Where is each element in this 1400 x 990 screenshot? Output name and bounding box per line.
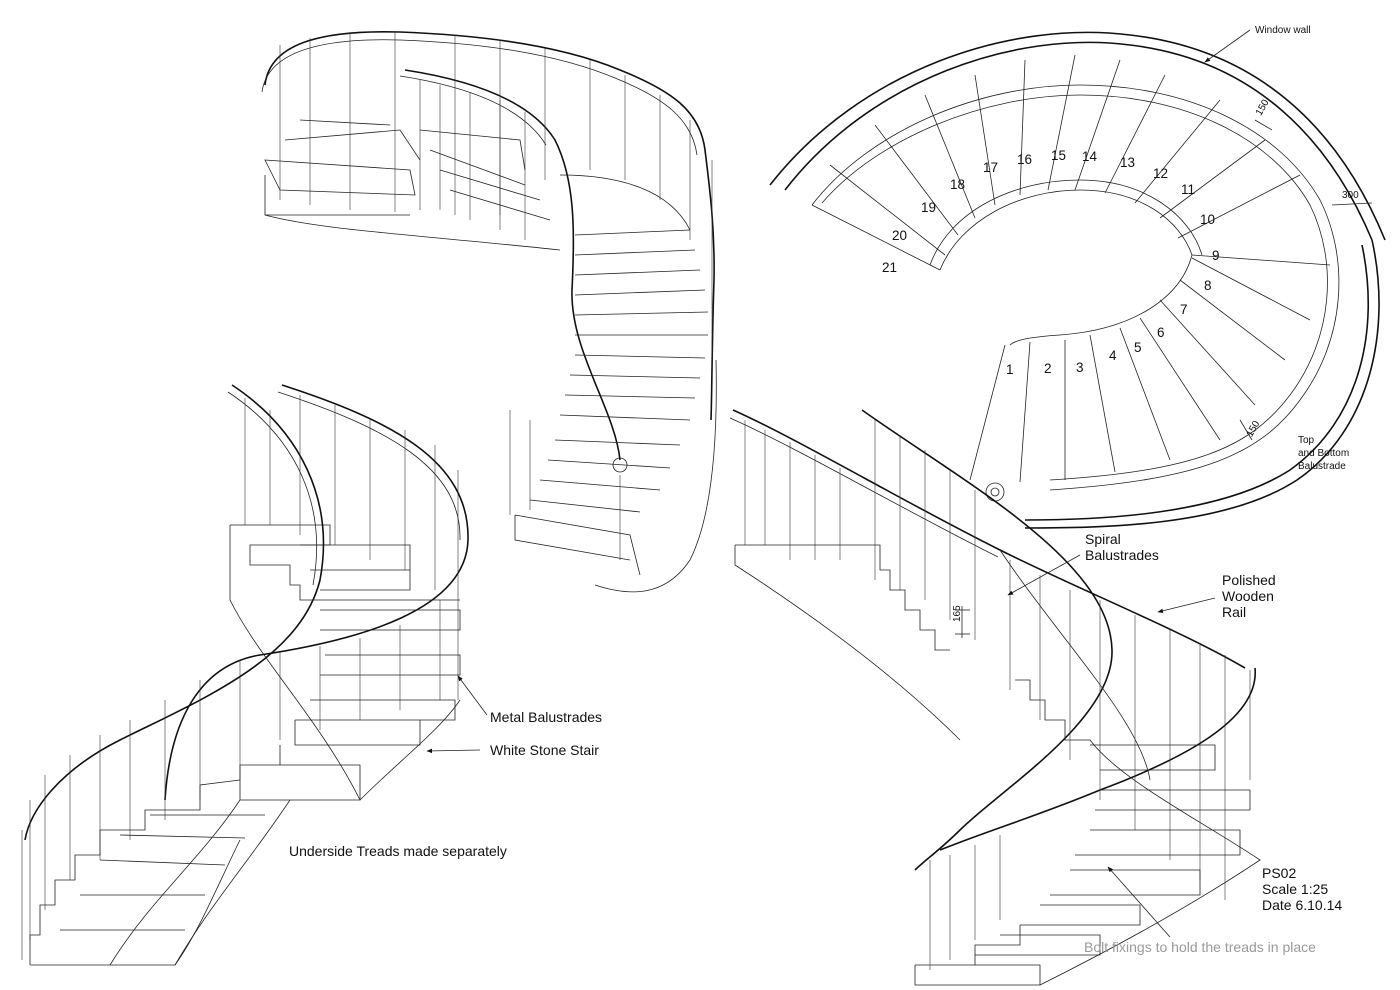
spiral-label-line2: Balustrades	[1085, 547, 1159, 563]
step-numbers: 1 2 3 4 5 6 7 8 9 10 11 12 13 14 15 16 1…	[882, 148, 1220, 377]
polished-label-line2: Wooden	[1222, 588, 1274, 604]
bottom-right-view: 165 Spiral Balustrades Polished Wooden R…	[729, 409, 1316, 986]
step-4: 4	[1109, 348, 1117, 363]
white-stone-stair-label: White Stone Stair	[490, 742, 599, 758]
step-10: 10	[1200, 212, 1215, 227]
step-15: 15	[1051, 148, 1066, 163]
step-9: 9	[1212, 248, 1220, 263]
metal-balustrades-label: Metal Balustrades	[490, 709, 602, 725]
polished-label-line1: Polished	[1222, 572, 1276, 588]
step-14: 14	[1082, 149, 1098, 164]
step-3: 3	[1076, 360, 1084, 375]
spiral-label-line1: Spiral	[1085, 531, 1121, 547]
step-8: 8	[1204, 278, 1212, 293]
step-17: 17	[983, 160, 998, 175]
step-18: 18	[950, 177, 965, 192]
step-20: 20	[892, 228, 907, 243]
balustrade-note-line1: Top	[1298, 435, 1315, 446]
polished-label-line3: Rail	[1222, 604, 1246, 620]
drawing-date: Date 6.10.14	[1262, 897, 1342, 913]
drawing-code: PS02	[1262, 865, 1296, 881]
balustrade-note-line3: Balustrade	[1298, 461, 1346, 472]
title-block: PS02 Scale 1:25 Date 6.10.14	[1262, 865, 1342, 913]
step-7: 7	[1180, 302, 1188, 317]
step-5: 5	[1134, 340, 1142, 355]
step-19: 19	[921, 200, 936, 215]
balustrade-note-line2: and Bottom	[1298, 448, 1349, 459]
bottom-left-view: Metal Balustrades White Stone Stair Unde…	[21, 384, 602, 966]
step-2: 2	[1044, 361, 1052, 376]
drawing-scale: Scale 1:25	[1262, 881, 1328, 897]
window-wall-label: Window wall	[1255, 25, 1311, 36]
step-12: 12	[1153, 166, 1168, 181]
step-11: 11	[1181, 182, 1195, 197]
plan-view: Window wall 150 300 150 Top and Bottom B…	[769, 25, 1386, 529]
step-21: 21	[882, 260, 897, 275]
step-1: 1	[1006, 362, 1014, 377]
step-6: 6	[1157, 325, 1165, 340]
step-16: 16	[1017, 152, 1032, 167]
dim-side: 300	[1342, 190, 1359, 201]
riser-dim-label: 165	[952, 605, 963, 622]
underside-treads-label: Underside Treads made separately	[289, 843, 507, 859]
step-13: 13	[1120, 155, 1135, 170]
bolt-fixings-label: Bolt fixings to hold the treads in place	[1084, 939, 1316, 955]
dim-bottom: 150	[1245, 419, 1263, 439]
top-isometric-view	[261, 30, 717, 593]
